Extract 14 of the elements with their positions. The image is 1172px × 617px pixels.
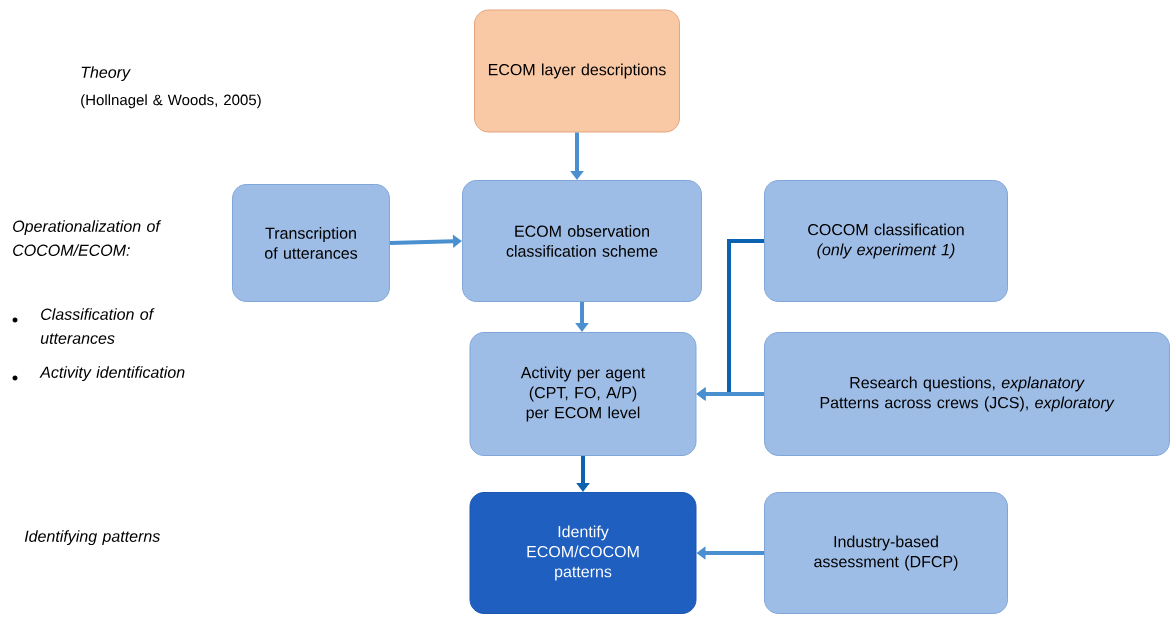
process-box: Industry-based assessment (DFCP) bbox=[764, 492, 1008, 614]
process-box: Activity per agent (CPT, FO, A/P) per ECOM level bbox=[469, 332, 697, 456]
result-box: Identify ECOM/COCOM patterns bbox=[469, 492, 697, 614]
process-box: ECOM observation classification scheme bbox=[462, 180, 702, 302]
side-label: (Hollnagel & Woods, 2005) bbox=[81, 94, 261, 109]
process-box: COCOM classification (only experiment 1) bbox=[764, 180, 1008, 302]
side-label: Operationalization of COCOM/ECOM: bbox=[13, 220, 162, 256]
highlight-box: ECOM layer descriptions bbox=[474, 9, 680, 133]
side-label: Theory bbox=[81, 66, 131, 82]
side-label: Classification of utterances bbox=[40, 308, 155, 344]
process-box: Research questions, explanatory Patterns across crews (JCS), exploratory bbox=[764, 332, 1170, 456]
side-label: Activity identification bbox=[39, 366, 185, 382]
side-label: Identifying patterns bbox=[24, 530, 160, 546]
process-box: Transcription of utterances bbox=[232, 184, 390, 302]
